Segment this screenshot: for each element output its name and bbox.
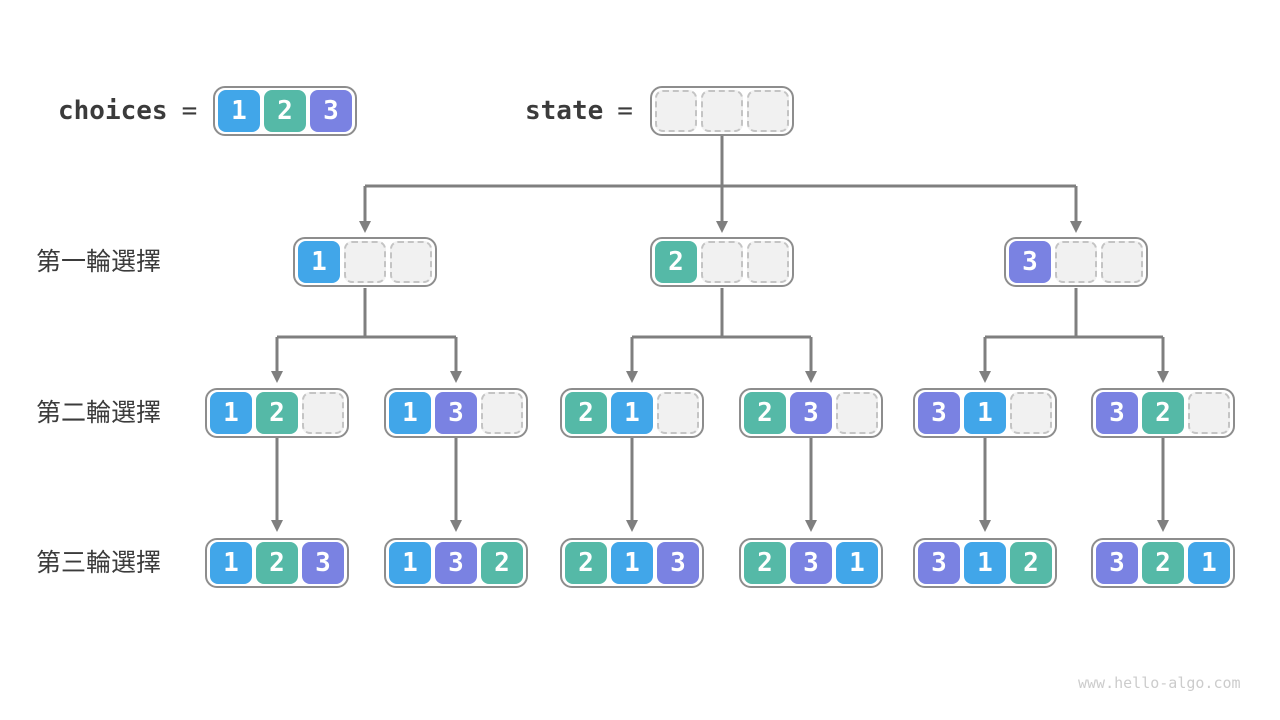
cell-value-2: 2 (744, 542, 786, 584)
cell-value-3: 3 (435, 542, 477, 584)
cell-value-2: 2 (256, 542, 298, 584)
empty-cell (1055, 241, 1097, 283)
cell-value-2: 2 (744, 392, 786, 434)
empty-cell (747, 241, 789, 283)
connector-branch (632, 288, 811, 339)
empty-cell (657, 392, 699, 434)
empty-cell (390, 241, 432, 283)
choices-equals-sign: = (181, 96, 198, 126)
cell-value-1: 1 (389, 542, 431, 584)
cell-value-1: 1 (218, 90, 260, 132)
empty-cell (1101, 241, 1143, 283)
empty-cell (701, 90, 743, 132)
cell-value-2: 2 (481, 542, 523, 584)
empty-cell (836, 392, 878, 434)
cell-value-3: 3 (310, 90, 352, 132)
choices-label: choices (58, 96, 168, 126)
state-label: state (525, 96, 604, 126)
connector-branch (985, 288, 1163, 339)
row-label-round-1: 第一輪選擇 (36, 248, 162, 276)
cell-value-2: 2 (1010, 542, 1052, 584)
cell-value-3: 3 (302, 542, 344, 584)
choices-label-group: choices = (58, 86, 197, 136)
empty-cell (747, 90, 789, 132)
connector-branch (277, 288, 456, 339)
empty-cell (344, 241, 386, 283)
cell-value-2: 2 (1142, 542, 1184, 584)
cell-value-3: 3 (790, 542, 832, 584)
empty-cell (701, 241, 743, 283)
cell-value-1: 1 (298, 241, 340, 283)
cell-value-1: 1 (611, 392, 653, 434)
cell-value-3: 3 (435, 392, 477, 434)
cell-value-1: 1 (964, 392, 1006, 434)
cell-value-1: 1 (964, 542, 1006, 584)
empty-cell (1188, 392, 1230, 434)
cell-value-3: 3 (790, 392, 832, 434)
cell-value-3: 3 (1096, 542, 1138, 584)
state-array-box (650, 86, 794, 136)
row-label-round-2: 第二輪選擇 (36, 399, 162, 427)
cell-value-1: 1 (210, 542, 252, 584)
cell-value-3: 3 (657, 542, 699, 584)
state-label-group: state = (525, 86, 633, 136)
cell-value-1: 1 (836, 542, 878, 584)
state-box-round1-3: 3 (1004, 237, 1148, 287)
empty-cell (655, 90, 697, 132)
cell-value-2: 2 (655, 241, 697, 283)
cell-value-3: 3 (918, 392, 960, 434)
connector-root-trunk (365, 136, 1076, 188)
watermark: www.hello-algo.com (1078, 674, 1241, 692)
cell-value-2: 2 (264, 90, 306, 132)
cell-value-3: 3 (1096, 392, 1138, 434)
empty-cell (1010, 392, 1052, 434)
state-box-round1-1: 1 (293, 237, 437, 287)
cell-value-2: 2 (565, 542, 607, 584)
cell-value-2: 2 (565, 392, 607, 434)
cell-value-1: 1 (611, 542, 653, 584)
cell-value-2: 2 (1142, 392, 1184, 434)
cell-value-1: 1 (210, 392, 252, 434)
empty-cell (302, 392, 344, 434)
state-box-round1-2: 2 (650, 237, 794, 287)
cell-value-3: 3 (918, 542, 960, 584)
cell-value-2: 2 (256, 392, 298, 434)
cell-value-3: 3 (1009, 241, 1051, 283)
empty-cell (481, 392, 523, 434)
state-equals-sign: = (617, 96, 633, 126)
cell-value-1: 1 (1188, 542, 1230, 584)
cell-value-1: 1 (389, 392, 431, 434)
row-label-round-3: 第三輪選擇 (36, 549, 162, 577)
